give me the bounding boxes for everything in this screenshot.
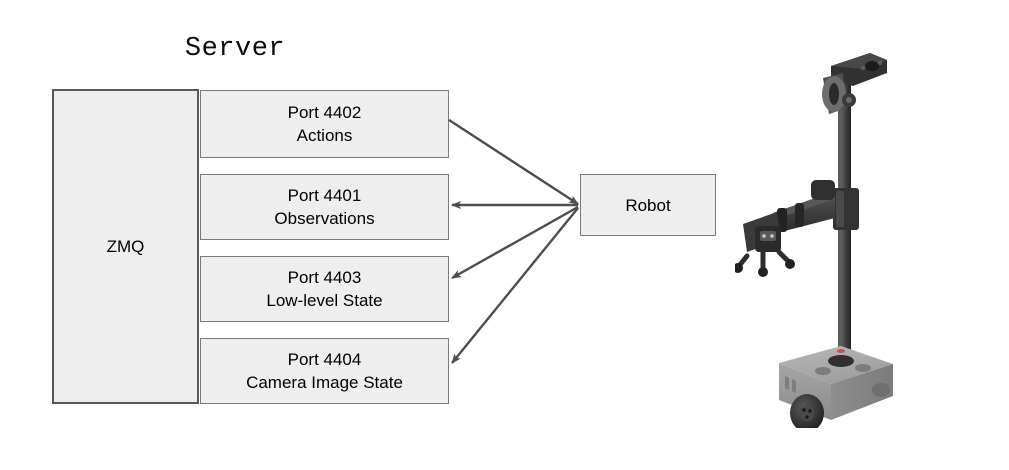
port-box-4401: Port 4401 Observations	[200, 174, 449, 240]
arrow-robot-to-camera-image-state	[451, 207, 579, 364]
port-box-4403: Port 4403 Low-level State	[200, 256, 449, 322]
port-box-4404: Port 4404 Camera Image State	[200, 338, 449, 404]
server-zmq-box: ZMQ	[52, 89, 199, 404]
port-4403-subtitle: Low-level State	[266, 291, 383, 310]
zmq-label: ZMQ	[106, 237, 145, 256]
page-title: Server	[184, 34, 286, 64]
arrow-actions-to-robot	[448, 118, 579, 206]
port-box-4402: Port 4402 Actions	[200, 90, 449, 158]
robot-base	[779, 346, 893, 428]
port-4403-title: Port 4403	[287, 268, 362, 287]
port-4401-subtitle: Observations	[274, 209, 375, 228]
port-4404-title: Port 4404	[287, 350, 362, 369]
robot-node-box: Robot	[580, 174, 716, 236]
port-4404-subtitle: Camera Image State	[246, 373, 403, 392]
arrow-robot-to-lowlevel-state	[451, 205, 579, 280]
robot-head-camera	[822, 53, 887, 114]
port-4402-title: Port 4402	[287, 103, 362, 122]
robot-gripper	[735, 212, 795, 277]
robot-photo	[735, 53, 893, 428]
robot-label: Robot	[625, 195, 671, 215]
robot-arm-mount	[833, 188, 859, 230]
robot-arm	[773, 180, 835, 234]
port-4401-title: Port 4401	[287, 186, 362, 205]
port-4402-subtitle: Actions	[296, 126, 353, 145]
